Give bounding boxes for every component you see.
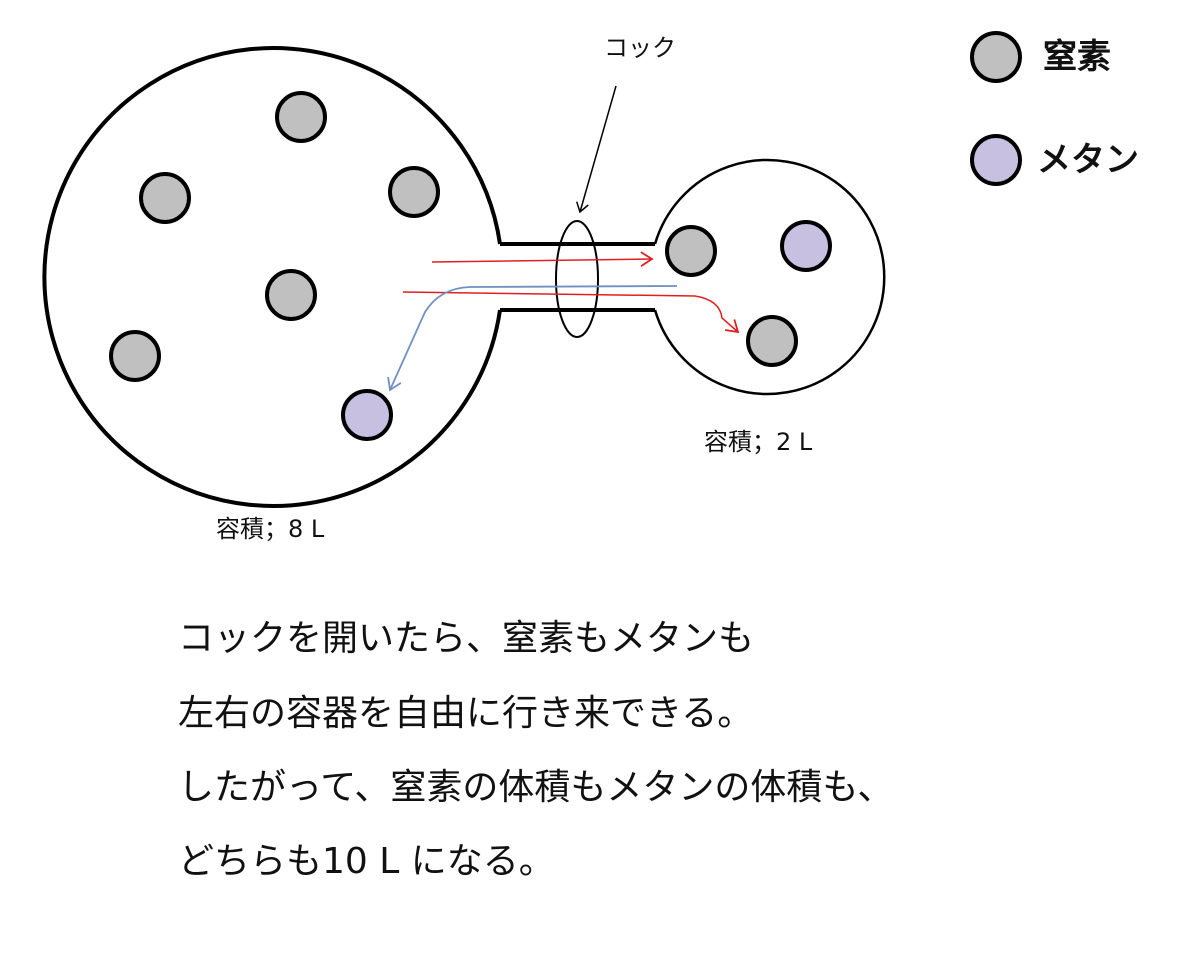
methane-molecule xyxy=(341,389,393,441)
explanation-line-1: コックを開いたら、窒素もメタンも xyxy=(178,618,755,659)
nitrogen-molecule xyxy=(388,166,440,218)
stopcock xyxy=(555,220,599,338)
nitrogen-molecule xyxy=(275,91,327,143)
red-arrow-lower xyxy=(402,291,740,334)
legend-methane-swatch xyxy=(970,134,1022,186)
right-volume-label: 容積；2 L xyxy=(704,428,813,456)
cock-pointer-arrow xyxy=(575,85,617,214)
cock-label: コック xyxy=(604,34,676,62)
blue-arrow xyxy=(387,285,678,392)
nitrogen-molecule xyxy=(746,315,798,367)
explanation-line-2: 左右の容器を自由に行き来できる。 xyxy=(178,693,754,734)
red-arrow-upper xyxy=(431,251,654,267)
explanation-line-3: したがって、窒素の体積もメタンの体積も、 xyxy=(178,767,894,808)
nitrogen-molecule xyxy=(109,330,161,382)
legend-nitrogen-label: 窒素 xyxy=(1043,37,1111,77)
nitrogen-molecule xyxy=(665,225,717,277)
methane-molecule xyxy=(780,220,832,272)
explanation-line-4: どちらも10 L になる。 xyxy=(178,841,555,882)
right-container xyxy=(653,158,886,396)
nitrogen-molecule xyxy=(265,269,317,321)
legend-nitrogen-swatch xyxy=(970,31,1022,83)
legend-methane-label: メタン xyxy=(1037,140,1139,180)
nitrogen-molecule xyxy=(139,172,191,224)
left-container xyxy=(42,46,502,508)
left-volume-label: 容積；8 L xyxy=(216,515,325,543)
